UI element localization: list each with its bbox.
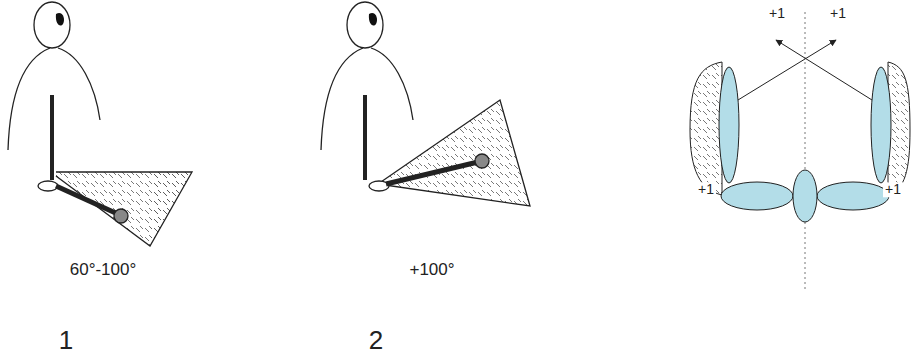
- left-region: [690, 62, 722, 195]
- range-sector: [378, 100, 530, 206]
- left-shoulder-ellipse: [721, 182, 793, 210]
- figure-number: 2: [367, 326, 385, 355]
- figure-two: [321, 2, 530, 206]
- upper-arm: [363, 95, 367, 180]
- forearm: [386, 162, 478, 184]
- hand: [114, 209, 128, 223]
- right-shoulder-ellipse: [817, 182, 889, 210]
- score-label: +1: [828, 6, 848, 21]
- eye: [369, 13, 377, 26]
- left-arm-ellipse: [719, 67, 739, 183]
- figure-number: 1: [57, 326, 75, 355]
- trunk-ellipse: [793, 170, 817, 222]
- angle-label: +100°: [407, 261, 456, 280]
- head: [347, 2, 383, 48]
- range-sector: [56, 172, 192, 246]
- midline: [805, 12, 806, 290]
- upper-arm: [50, 95, 54, 180]
- elbow: [38, 181, 58, 191]
- arrow: [738, 40, 836, 100]
- score-label: +1: [883, 182, 903, 197]
- score-label: +1: [696, 182, 716, 197]
- top-view: [690, 12, 910, 290]
- angle-label: 60°-100°: [68, 261, 139, 280]
- eye: [56, 13, 64, 26]
- score-label: +1: [767, 6, 787, 21]
- forearm: [56, 186, 120, 215]
- head: [34, 2, 70, 48]
- arrow: [776, 40, 872, 100]
- hand: [475, 154, 489, 168]
- figure-one: [8, 2, 192, 246]
- right-arm-ellipse: [871, 67, 891, 183]
